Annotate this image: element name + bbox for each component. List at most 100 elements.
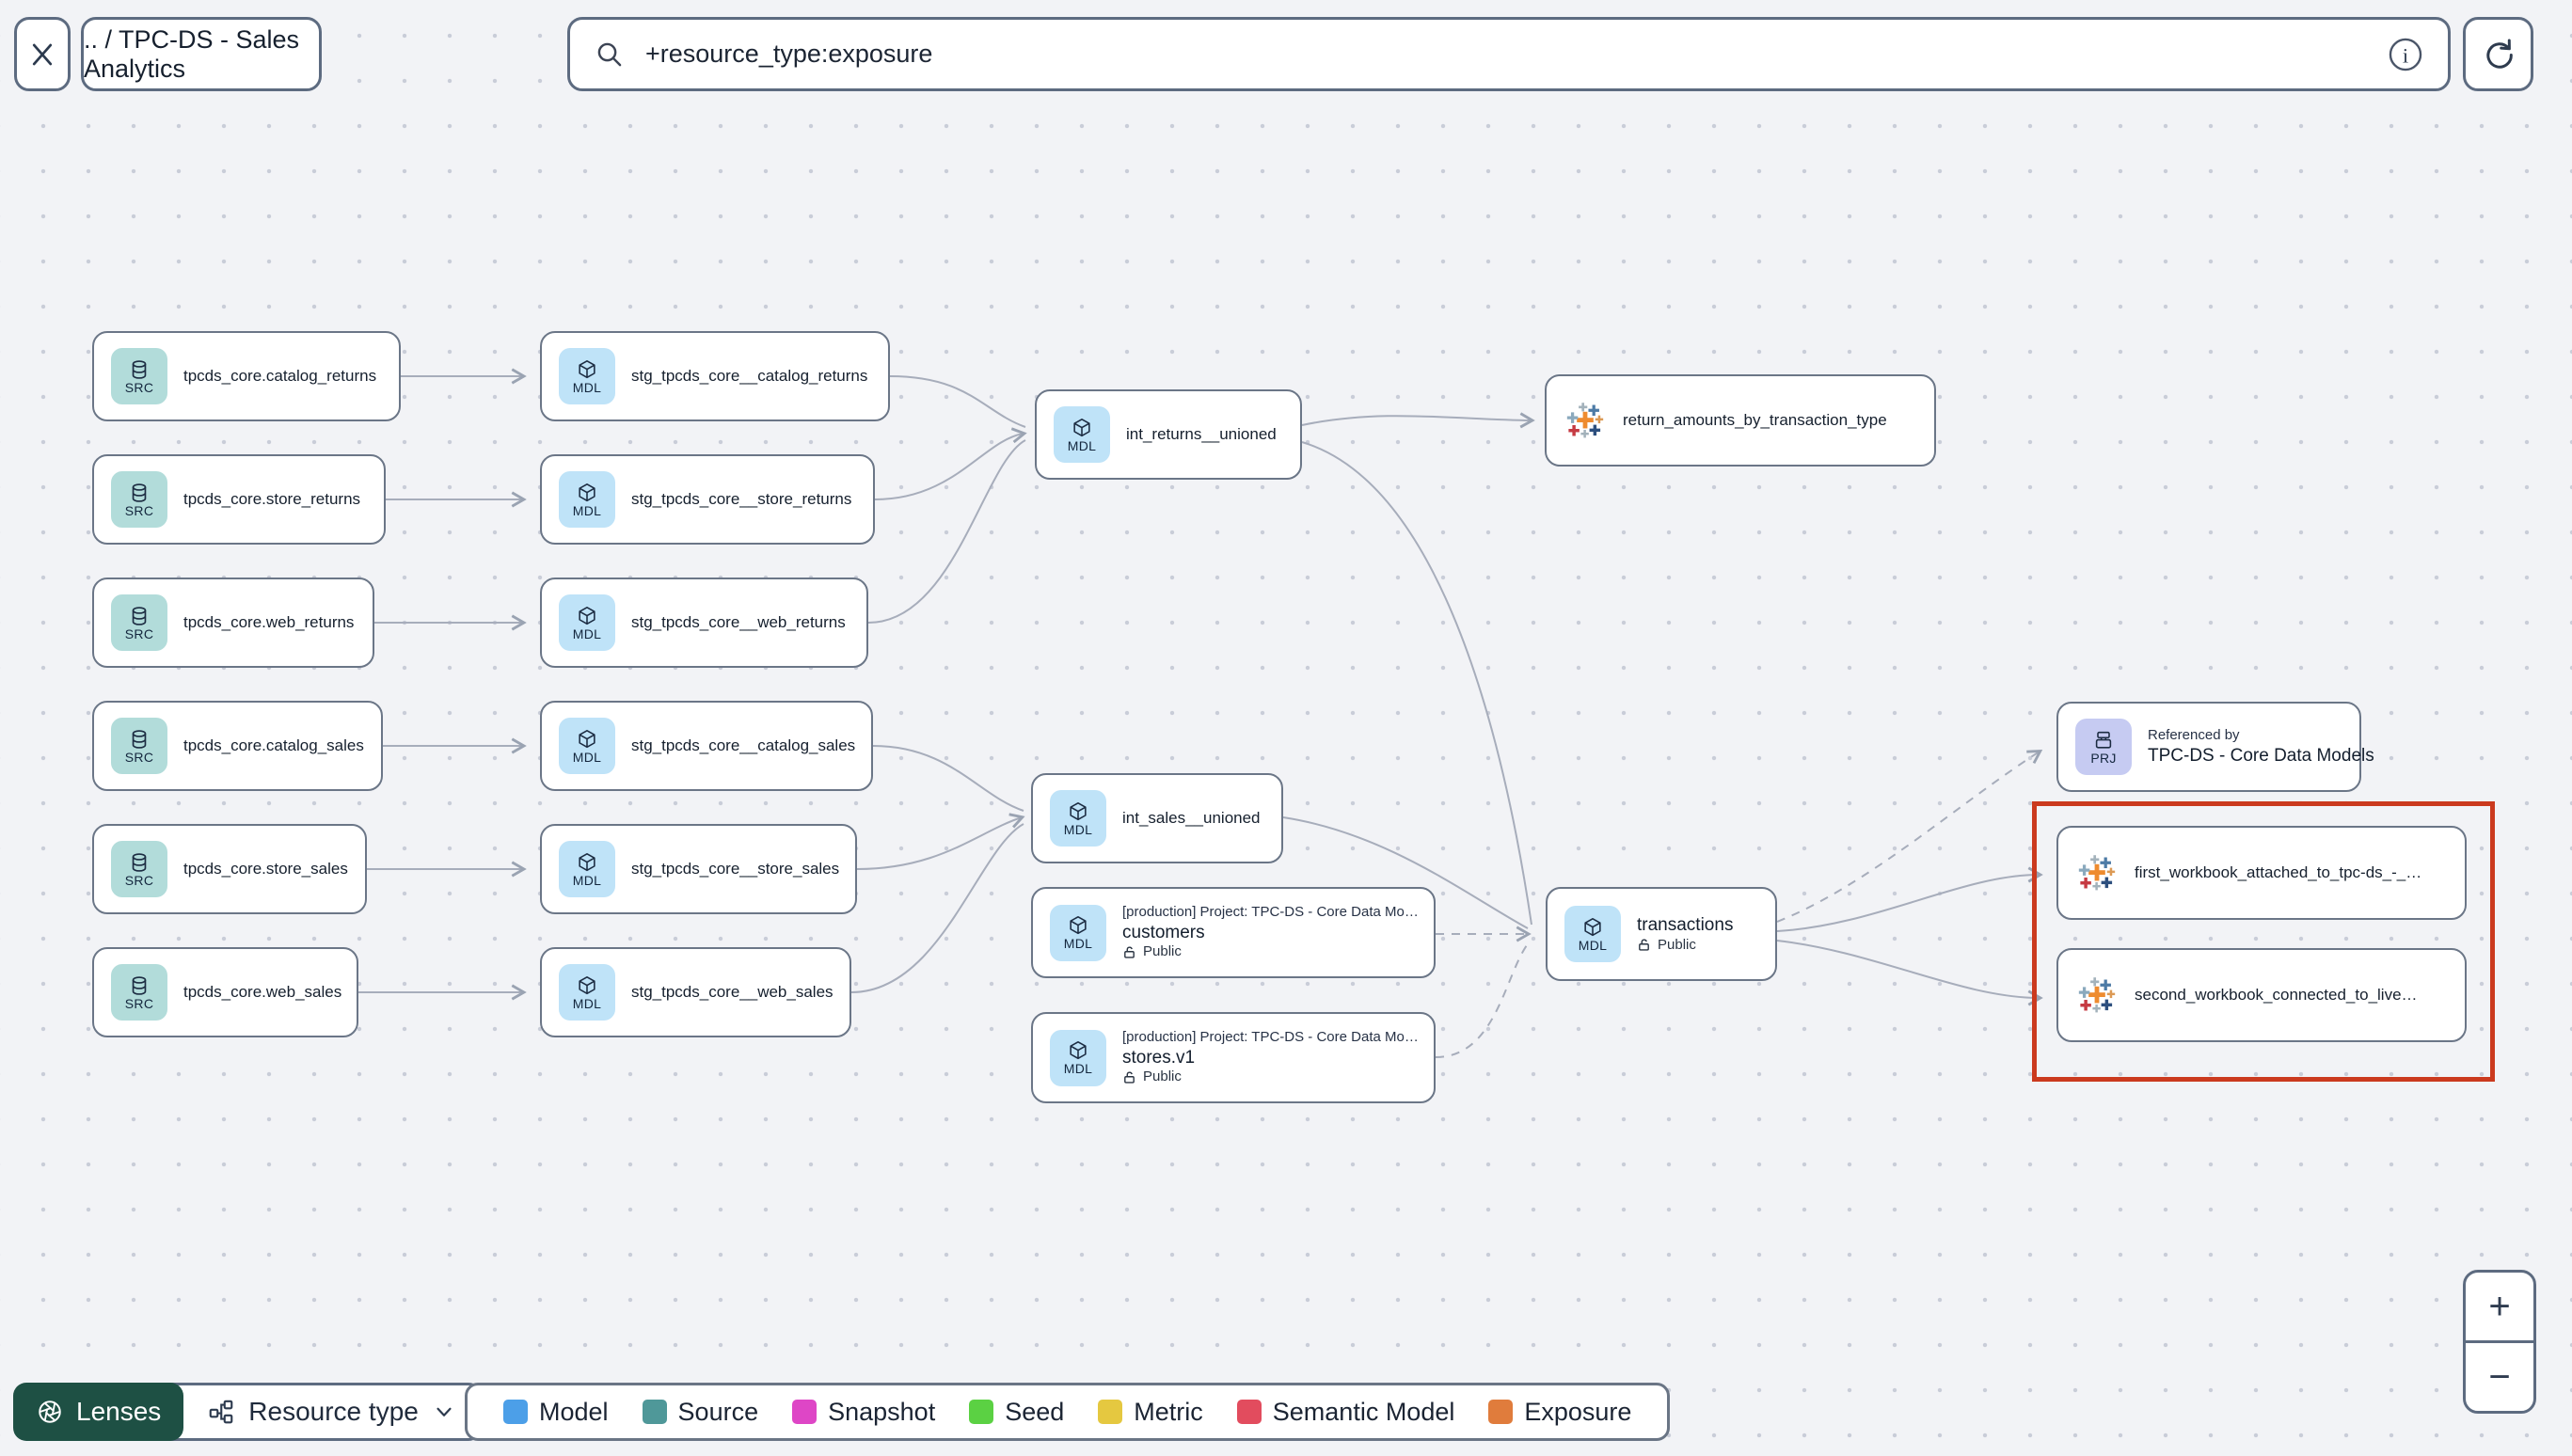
- access-label: Public: [1143, 943, 1182, 960]
- search-input[interactable]: [643, 39, 2369, 70]
- model-badge-icon: MDL: [559, 471, 615, 528]
- resource-type-dropdown[interactable]: Resource type: [170, 1383, 482, 1441]
- access-label: Public: [1143, 1068, 1182, 1085]
- cube-icon: [1073, 418, 1090, 436]
- tableau-icon: [2078, 977, 2116, 1013]
- refresh-button[interactable]: [2463, 17, 2533, 91]
- cube-icon: [579, 483, 595, 501]
- node-stg-web-returns[interactable]: MDL stg_tpcds_core__web_returns: [540, 578, 868, 668]
- aperture-icon: [39, 1401, 61, 1423]
- node-label: stg_tpcds_core__catalog_returns: [631, 367, 868, 385]
- model-badge-icon: MDL: [559, 348, 615, 404]
- node-referenced-by-project[interactable]: PRJ Referenced by TPC-DS - Core Data Mod…: [2056, 702, 2374, 792]
- project-context-label: [production] Project: TPC-DS - Core Data…: [1122, 1028, 1419, 1045]
- zoom-controls: + −: [2463, 1270, 2536, 1414]
- node-exposure-second-workbook[interactable]: second_workbook_connected_to_live…: [2056, 948, 2467, 1042]
- node-source-store-sales[interactable]: SRC tpcds_core.store_sales: [92, 824, 367, 914]
- unlock-icon: [1124, 1071, 1135, 1084]
- project-stack-icon: [2095, 731, 2112, 749]
- legend-item-snapshot: Snapshot: [792, 1398, 935, 1427]
- breadcrumb-label: .. / TPC-DS - Sales Analytics: [84, 24, 300, 83]
- chevron-down-icon: [437, 1407, 452, 1416]
- node-source-web-returns[interactable]: SRC tpcds_core.web_returns: [92, 578, 374, 668]
- close-icon: [32, 43, 53, 65]
- legend-item-semantic-model: Semantic Model: [1236, 1398, 1454, 1427]
- cube-icon: [579, 975, 595, 994]
- zoom-out-button[interactable]: −: [2488, 1355, 2511, 1398]
- model-badge-icon: MDL: [1050, 790, 1106, 847]
- node-label: stg_tpcds_core__store_sales: [631, 860, 840, 878]
- database-icon: [132, 729, 147, 749]
- model-badge-icon: MDL: [559, 594, 615, 651]
- node-customers[interactable]: MDL [production] Project: TPC-DS - Core …: [1031, 887, 1436, 978]
- database-icon: [132, 606, 147, 625]
- resource-type-icon: [209, 1400, 233, 1424]
- svg-text:i: i: [2403, 43, 2408, 67]
- node-label: int_sales__unioned: [1122, 809, 1261, 827]
- node-label: stg_tpcds_core__web_sales: [631, 983, 834, 1001]
- cube-icon: [579, 852, 595, 871]
- legend-swatch: [642, 1400, 667, 1424]
- node-stores-v1[interactable]: MDL [production] Project: TPC-DS - Core …: [1031, 1012, 1436, 1103]
- node-label: second_workbook_connected_to_live…: [2135, 986, 2418, 1004]
- legend-item-exposure: Exposure: [1488, 1398, 1631, 1427]
- node-label: return_amounts_by_transaction_type: [1623, 411, 1887, 429]
- access-label: Public: [1658, 936, 1696, 953]
- info-icon[interactable]: i: [2388, 37, 2423, 72]
- source-badge-icon: SRC: [111, 841, 167, 897]
- database-icon: [132, 483, 147, 502]
- source-badge-icon: SRC: [111, 348, 167, 404]
- node-stg-store-returns[interactable]: MDL stg_tpcds_core__store_returns: [540, 454, 875, 545]
- node-label: tpcds_core.store_sales: [183, 860, 348, 878]
- zoom-in-button[interactable]: +: [2466, 1273, 2533, 1343]
- node-label: tpcds_core.catalog_returns: [183, 367, 377, 385]
- source-badge-icon: SRC: [111, 718, 167, 774]
- highlight-annotation-rect: [2032, 801, 2495, 1082]
- node-label: tpcds_core.web_sales: [183, 983, 342, 1001]
- model-badge-icon: MDL: [559, 964, 615, 1021]
- node-label: stg_tpcds_core__web_returns: [631, 613, 846, 631]
- close-button[interactable]: [14, 17, 71, 91]
- node-source-catalog-returns[interactable]: SRC tpcds_core.catalog_returns: [92, 331, 401, 421]
- node-int-returns-unioned[interactable]: MDL int_returns__unioned: [1035, 389, 1302, 480]
- legend-swatch: [792, 1400, 818, 1424]
- resource-type-legend: Model Source Snapshot Seed Metric Semant…: [465, 1383, 1671, 1441]
- node-label: stores.v1: [1122, 1047, 1196, 1068]
- node-label: int_returns__unioned: [1126, 425, 1277, 443]
- node-stg-catalog-sales[interactable]: MDL stg_tpcds_core__catalog_sales: [540, 701, 873, 791]
- node-label: tpcds_core.web_returns: [183, 613, 355, 631]
- cube-icon: [1584, 917, 1601, 936]
- breadcrumb[interactable]: .. / TPC-DS - Sales Analytics: [81, 17, 322, 91]
- legend-swatch: [1098, 1400, 1123, 1424]
- refresh-icon: [2485, 39, 2513, 69]
- node-exposure-return-amounts[interactable]: return_amounts_by_transaction_type: [1545, 374, 1936, 467]
- legend-item-source: Source: [642, 1398, 758, 1427]
- node-stg-store-sales[interactable]: MDL stg_tpcds_core__store_sales: [540, 824, 857, 914]
- cube-icon: [1070, 915, 1087, 935]
- node-transactions[interactable]: MDL transactions Public: [1546, 887, 1777, 981]
- node-stg-web-sales[interactable]: MDL stg_tpcds_core__web_sales: [540, 947, 851, 1037]
- node-int-sales-unioned[interactable]: MDL int_sales__unioned: [1031, 773, 1283, 863]
- node-stg-catalog-returns[interactable]: MDL stg_tpcds_core__catalog_returns: [540, 331, 890, 421]
- legend-item-model: Model: [503, 1398, 609, 1427]
- node-source-web-sales[interactable]: SRC tpcds_core.web_sales: [92, 947, 358, 1037]
- source-badge-icon: SRC: [111, 471, 167, 528]
- database-icon: [132, 359, 147, 379]
- lenses-button[interactable]: Lenses: [13, 1383, 184, 1441]
- unlock-icon: [1124, 946, 1135, 958]
- project-badge-icon: PRJ: [2075, 719, 2132, 775]
- node-exposure-first-workbook[interactable]: first_workbook_attached_to_tpc-ds_-_…: [2056, 826, 2467, 920]
- tableau-icon: [1566, 403, 1604, 438]
- model-badge-icon: MDL: [1050, 1029, 1106, 1086]
- source-badge-icon: SRC: [111, 964, 167, 1021]
- legend-swatch: [969, 1400, 994, 1424]
- node-label: TPC-DS - Core Data Models: [2148, 745, 2374, 766]
- node-label: tpcds_core.catalog_sales: [183, 736, 364, 754]
- cube-icon: [1070, 801, 1087, 820]
- resource-type-label: Resource type: [248, 1397, 419, 1426]
- cube-icon: [1070, 1040, 1087, 1060]
- node-source-catalog-sales[interactable]: SRC tpcds_core.catalog_sales: [92, 701, 383, 791]
- node-source-store-returns[interactable]: SRC tpcds_core.store_returns: [92, 454, 386, 545]
